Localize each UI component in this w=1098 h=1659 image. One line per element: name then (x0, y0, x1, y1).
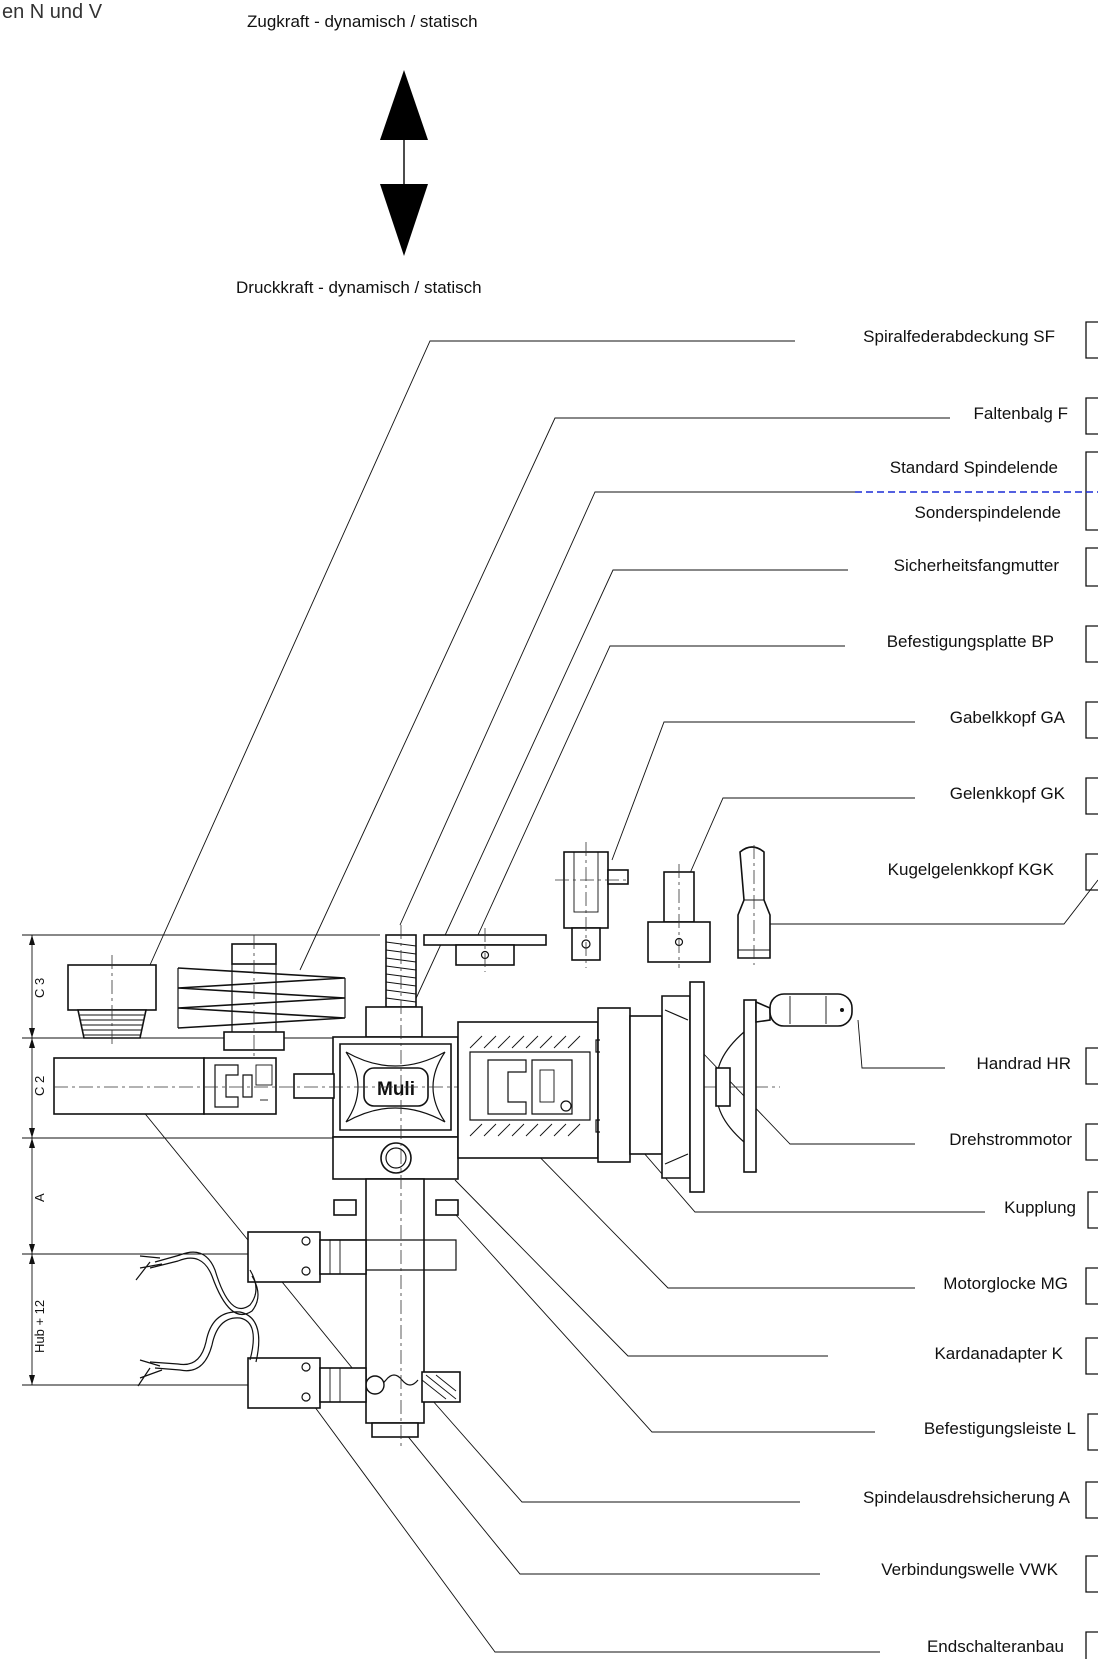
rod-end (647, 864, 711, 968)
mounting-plate (423, 928, 547, 972)
callout-labels: Spiralfederabdeckung SF Faltenbalg F Sta… (863, 327, 1076, 1656)
limit-switch-upper (135, 1231, 367, 1316)
corner-text: en N und V (2, 1, 103, 23)
callout-gabelkkopf: Gabelkkopf GA (950, 708, 1066, 727)
callout-handrad: Handrad HR (977, 1054, 1072, 1073)
dim-c2: C 2 (32, 1076, 47, 1096)
callout-kupplung: Kupplung (1004, 1198, 1076, 1217)
leader-lines (119, 340, 1098, 1653)
safety-nut (365, 1006, 423, 1038)
callout-kardanadapter: Kardanadapter K (934, 1344, 1063, 1363)
ball-joint-head (737, 845, 771, 965)
callout-gelenkkopf: Gelenkkopf GK (950, 784, 1066, 803)
dim-a: A (32, 1193, 47, 1202)
callout-drehstrommotor: Drehstrommotor (949, 1130, 1072, 1149)
callout-kugelgelenkkopf: Kugelgelenkkopf KGK (888, 860, 1055, 879)
callout-sicherheitsfangmutter: Sicherheitsfangmutter (894, 556, 1060, 575)
push-force-label: Druckkraft - dynamisch / statisch (236, 278, 482, 297)
order-code-boxes (1085, 321, 1098, 1659)
callout-befestigungsleiste: Befestigungsleiste L (924, 1419, 1076, 1438)
dim-c3: C 3 (32, 978, 47, 998)
mounting-bar (333, 1199, 459, 1216)
connecting-shaft (53, 1057, 335, 1115)
three-phase-motor (595, 981, 705, 1193)
dim-hub: Hub + 12 (32, 1300, 47, 1353)
logo-text: Muli (377, 1079, 415, 1100)
callout-endschalteranbau: Endschalteranbau (927, 1637, 1064, 1656)
protective-tube (329, 1178, 461, 1438)
spiral-spring-cover (67, 955, 157, 1045)
callout-sonderspindelende: Sonderspindelende (914, 503, 1061, 522)
callout-spiralfederabdeckung: Spiralfederabdeckung SF (863, 327, 1055, 346)
dimension-lines: C 3 C 2 A Hub + 12 (22, 934, 380, 1386)
coupling (487, 1059, 573, 1115)
pull-force-label: Zugkraft - dynamisch / statisch (247, 12, 478, 31)
callout-befestigungsplatte: Befestigungsplatte BP (887, 632, 1054, 651)
callout-spindelausdrehsicherung: Spindelausdrehsicherung A (863, 1488, 1071, 1507)
handwheel (715, 993, 853, 1173)
callout-motorglocke: Motorglocke MG (943, 1274, 1068, 1293)
limit-switch-lower (137, 1311, 367, 1409)
clevis-head (555, 842, 630, 968)
callout-verbindungswelle: Verbindungswelle VWK (881, 1560, 1058, 1579)
callout-standard-spindelende: Standard Spindelende (890, 458, 1058, 477)
gearbox-lower-block (332, 1136, 459, 1180)
bellows (177, 935, 346, 1058)
force-arrow-icon (380, 70, 428, 256)
motor-bell (457, 1021, 599, 1159)
callout-faltenbalg: Faltenbalg F (974, 404, 1069, 423)
